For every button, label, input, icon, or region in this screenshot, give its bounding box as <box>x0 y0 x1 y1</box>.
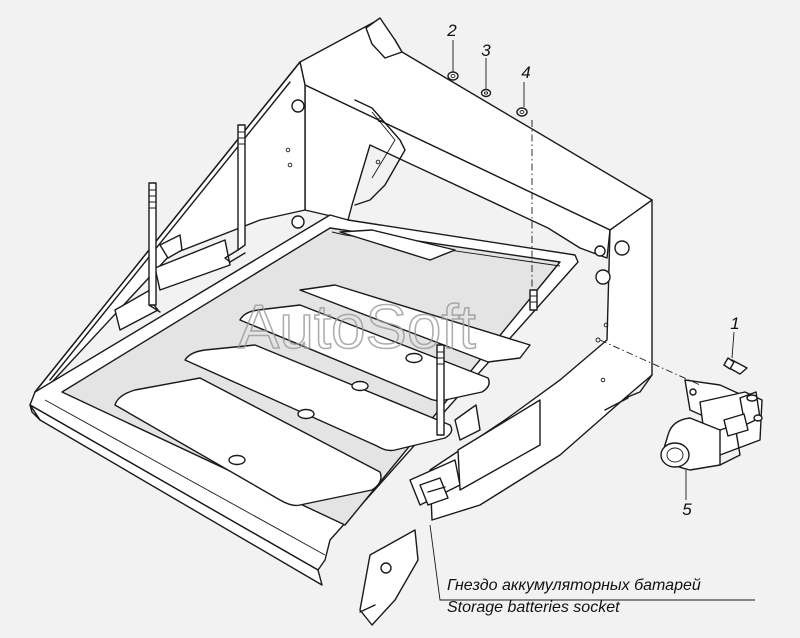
watermark-text: AutoSoft <box>238 293 476 362</box>
caption-ru: Гнездо аккумуляторных батарей <box>447 577 701 594</box>
callout-1: 1 <box>730 314 739 333</box>
callout-3: 3 <box>481 41 491 60</box>
battery-ground-switch <box>660 379 763 471</box>
bolt <box>723 357 748 375</box>
nut <box>447 71 459 81</box>
hold-down-rods <box>148 124 538 436</box>
lock-washer <box>480 88 492 98</box>
callout-5: 5 <box>682 500 692 519</box>
callout-2: 2 <box>446 21 457 40</box>
caption-en: Storage batteries socket <box>447 599 620 616</box>
callout-4: 4 <box>521 63 530 82</box>
washer <box>516 107 528 117</box>
leader-lines <box>429 40 755 601</box>
battery-tray <box>29 214 579 626</box>
